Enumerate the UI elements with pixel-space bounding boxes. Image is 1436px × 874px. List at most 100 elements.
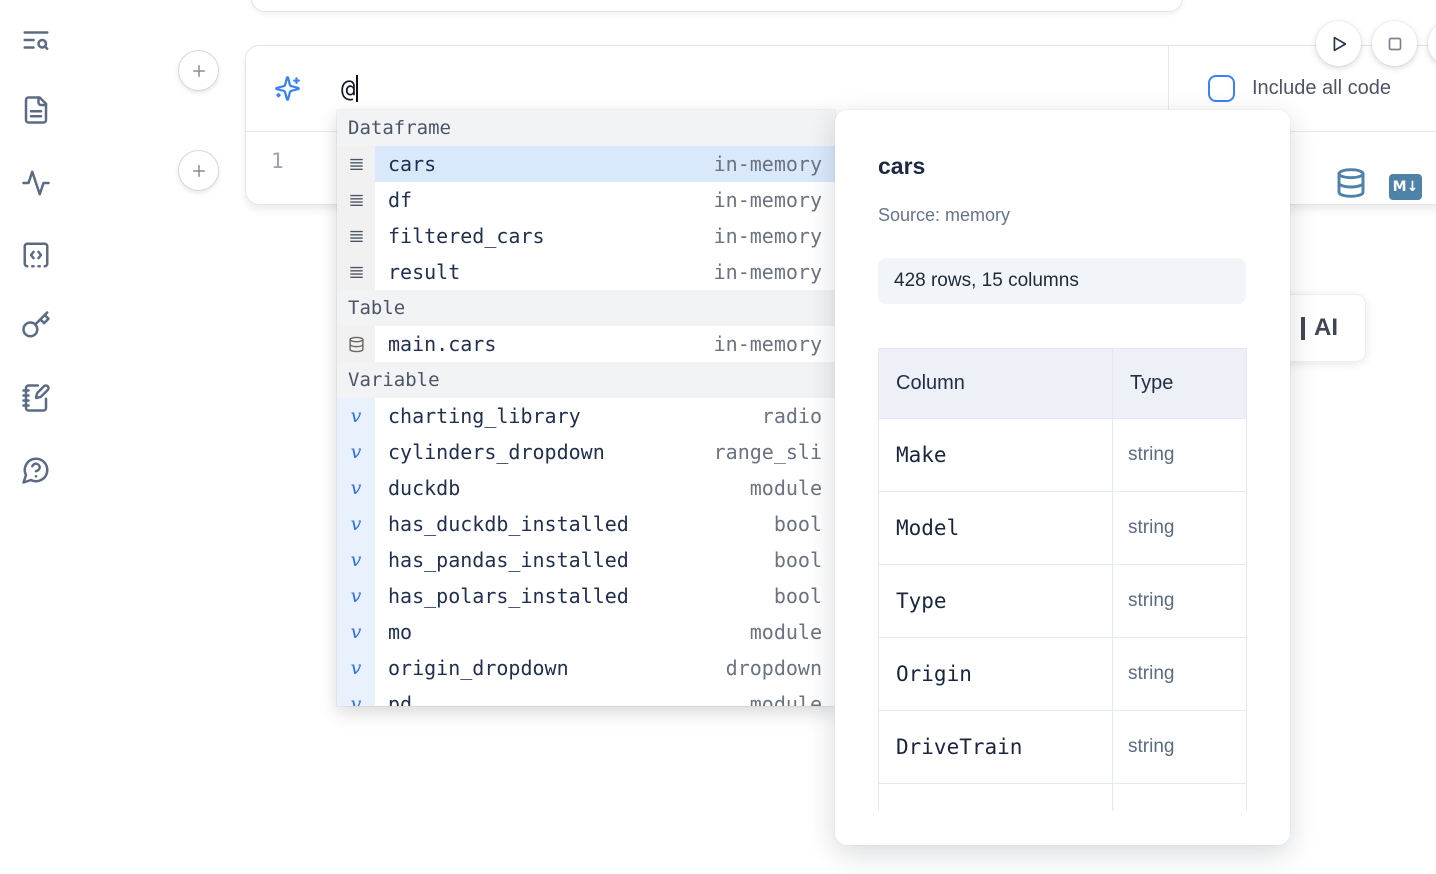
include-all-code-checkbox[interactable] <box>1208 75 1235 102</box>
entry-kind-gutter: v <box>337 254 375 290</box>
group-header: Table <box>348 297 406 319</box>
include-all-code-label: Include all code <box>1252 77 1391 99</box>
variable-icon: v <box>350 441 362 463</box>
autocomplete-entry[interactable]: v has_pandas_installed bool <box>337 542 835 578</box>
column-name-cell: Model <box>878 491 1113 565</box>
entry-main: cars in-memory <box>375 146 835 182</box>
dataframe-rows-icon <box>349 230 363 242</box>
autocomplete-entry[interactable]: v main.cars in-memory <box>337 326 835 362</box>
run-cell-button[interactable] <box>1316 21 1361 66</box>
entry-main: cylinders_dropdown range_sli <box>375 434 835 470</box>
stop-button[interactable] <box>1372 21 1417 66</box>
variable-icon: v <box>350 513 362 535</box>
entry-name: pd <box>388 692 413 706</box>
entry-kind-gutter: v <box>337 614 375 650</box>
entry-name: result <box>388 260 461 284</box>
line-number: 1 <box>271 149 284 173</box>
notebook-pen-icon[interactable] <box>21 383 51 413</box>
entry-kind-gutter: v <box>337 578 375 614</box>
entry-type: module <box>749 692 822 706</box>
entry-type: in-memory <box>713 332 822 356</box>
clipped-schema-row <box>878 783 1247 811</box>
code-editor-row[interactable]: 1 M↓ <box>246 132 1436 204</box>
autocomplete-entry[interactable]: Variable <box>337 362 835 398</box>
entry-main: has_duckdb_installed bool <box>375 506 835 542</box>
autocomplete-entry[interactable]: v pd module <box>337 686 835 706</box>
add-cell-below-button[interactable] <box>178 150 219 191</box>
autocomplete-entry[interactable]: v duckdb module <box>337 470 835 506</box>
activity-icon[interactable] <box>21 168 51 198</box>
group-header: Variable <box>348 369 440 391</box>
ai-button-label: AI <box>1314 314 1338 341</box>
autocomplete-entry[interactable]: v cylinders_dropdown range_sli <box>337 434 835 470</box>
entry-name: cars <box>388 152 437 176</box>
add-cell-above-button[interactable] <box>178 50 219 91</box>
entry-name: mo <box>388 620 413 644</box>
play-icon <box>1333 36 1346 51</box>
entry-type: bool <box>773 512 822 536</box>
entry-main: result in-memory <box>375 254 835 290</box>
autocomplete-entry[interactable]: v charting_library radio <box>337 398 835 434</box>
autocomplete-entry[interactable]: v result in-memory <box>337 254 835 290</box>
autocomplete-entry[interactable]: v has_duckdb_installed bool <box>337 506 835 542</box>
shape-badge: 428 rows, 15 columns <box>878 258 1246 304</box>
entry-kind-gutter: v <box>337 218 375 254</box>
dataframe-rows-icon <box>349 158 363 170</box>
entry-main: charting_library radio <box>375 398 835 434</box>
variable-icon: v <box>350 657 362 679</box>
schema-row: Type string <box>878 564 1247 638</box>
extra-action-button[interactable] <box>1428 21 1436 66</box>
schema-table-wrap: Column Type Make string Model string <box>878 348 1247 811</box>
list-search-icon[interactable] <box>21 25 51 55</box>
autocomplete-entry[interactable]: Table <box>337 290 835 326</box>
entry-kind-gutter: v <box>337 650 375 686</box>
file-text-icon[interactable] <box>21 95 51 125</box>
type-header: Type <box>1112 348 1247 419</box>
column-name-cell: Make <box>878 418 1113 492</box>
preview-source: Source: memory <box>878 205 1011 225</box>
entry-name: has_duckdb_installed <box>388 512 629 536</box>
entry-main: main.cars in-memory <box>375 326 835 362</box>
variable-icon: v <box>350 621 362 643</box>
variable-icon: v <box>350 549 362 571</box>
entry-kind-gutter: v <box>337 506 375 542</box>
autocomplete-entry[interactable]: v df in-memory <box>337 182 835 218</box>
entry-kind-gutter: v <box>337 146 375 182</box>
entry-type: in-memory <box>713 188 822 212</box>
column-type-cell: string <box>1112 564 1247 638</box>
dataframe-rows-icon <box>349 266 363 278</box>
entry-name: cylinders_dropdown <box>388 440 605 464</box>
entry-type: range_sli <box>713 440 822 464</box>
entry-main: has_polars_installed bool <box>375 578 835 614</box>
variable-icon: v <box>350 585 362 607</box>
table-database-icon <box>348 336 364 352</box>
ai-prompt-input[interactable]: @ <box>246 46 1169 131</box>
autocomplete-entry[interactable]: Dataframe <box>337 110 835 146</box>
database-panel-icon[interactable] <box>1335 167 1367 199</box>
variable-icon: v <box>350 477 362 499</box>
autocomplete-entry[interactable]: v cars in-memory <box>337 146 835 182</box>
entry-main: duckdb module <box>375 470 835 506</box>
autocomplete-entry[interactable]: v filtered_cars in-memory <box>337 218 835 254</box>
autocomplete-entry[interactable]: v has_polars_installed bool <box>337 578 835 614</box>
entry-name: charting_library <box>388 404 581 428</box>
autocomplete-entry[interactable]: v mo module <box>337 614 835 650</box>
code-square-icon[interactable] <box>21 240 51 270</box>
entry-name: filtered_cars <box>388 224 545 248</box>
entry-type: dropdown <box>725 656 822 680</box>
key-icon[interactable] <box>21 310 51 340</box>
entry-kind-gutter: v <box>337 434 375 470</box>
plus-icon <box>192 164 205 177</box>
entry-type: radio <box>761 404 822 428</box>
markdown-export-icon[interactable]: M↓ <box>1389 174 1422 200</box>
autocomplete-entry[interactable]: v origin_dropdown dropdown <box>337 650 835 686</box>
entry-main: pd module <box>375 686 835 706</box>
column-name-cell: DriveTrain <box>878 710 1113 784</box>
help-circle-icon[interactable] <box>21 455 51 485</box>
include-code-area: Include all code <box>1169 46 1436 131</box>
text-caret <box>356 75 359 102</box>
dataframe-preview-panel: cars Source: memory 428 rows, 15 columns… <box>835 110 1290 845</box>
entry-type: module <box>749 476 822 500</box>
schema-row: Make string <box>878 418 1247 492</box>
entry-kind-gutter: v <box>337 686 375 706</box>
